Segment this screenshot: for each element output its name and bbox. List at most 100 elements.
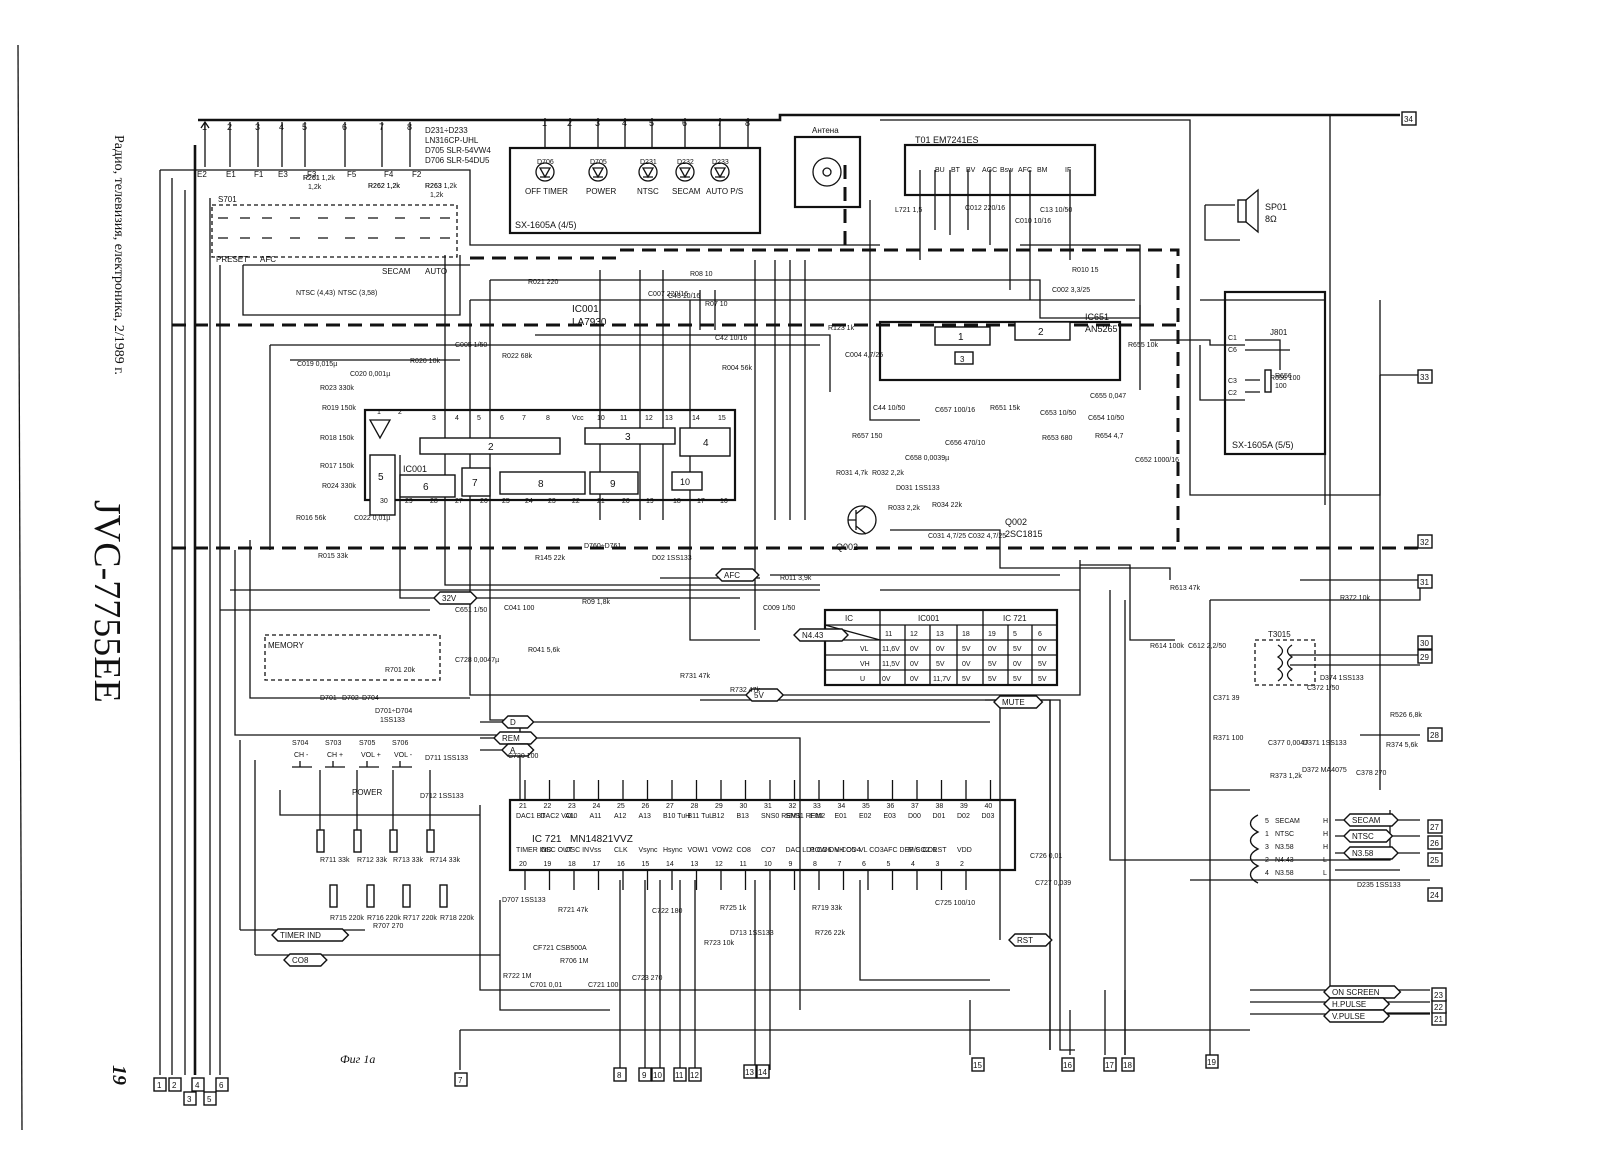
ic721-pin-number: 32 — [789, 803, 797, 810]
ic721-pin-number: 20 — [519, 861, 527, 868]
svg-text:4: 4 — [703, 438, 709, 449]
svg-text:N4.43: N4.43 — [1275, 857, 1294, 864]
ic721-pin-number: 22 — [544, 803, 552, 810]
svg-text:8: 8 — [407, 122, 412, 132]
ic721-pin-number: 6 — [862, 861, 866, 868]
component-ref: C032 4,7/25 — [968, 533, 1006, 540]
connector-number: 3 — [187, 1095, 192, 1104]
connector-box — [191, 1077, 205, 1092]
led-header-2: LN316CP-UHL — [425, 136, 479, 145]
led-header-3: D705 SLR-54VW4 — [425, 146, 491, 155]
svg-text:SECAM: SECAM — [672, 187, 701, 196]
ic721-pin-number: 9 — [789, 861, 793, 868]
ic721-pin-number: 14 — [666, 861, 674, 868]
connector-box — [1427, 852, 1443, 867]
svg-text:Антена: Антена — [812, 126, 839, 135]
svg-text:3: 3 — [432, 415, 436, 422]
svg-text:10: 10 — [597, 415, 605, 422]
connector-number: 34 — [1404, 115, 1413, 124]
connector-number: 14 — [758, 1068, 767, 1077]
svg-text:12: 12 — [910, 631, 918, 638]
svg-text:6: 6 — [423, 482, 429, 493]
signal-flag — [1323, 1009, 1391, 1023]
connector-box — [756, 1064, 770, 1079]
ic721-pin-label: D03 — [982, 813, 995, 820]
svg-text:5: 5 — [477, 415, 481, 422]
svg-text:AUTO P/S: AUTO P/S — [706, 187, 743, 196]
svg-text:24: 24 — [525, 498, 533, 505]
connector-number: 4 — [195, 1081, 200, 1090]
figure-caption: Фиг 1а — [340, 1052, 375, 1066]
svg-text:E1: E1 — [226, 170, 236, 179]
svg-text:F5: F5 — [347, 170, 357, 179]
svg-text:0V: 0V — [1038, 646, 1047, 653]
svg-text:5V: 5V — [1013, 646, 1022, 653]
svg-text:VL: VL — [860, 646, 869, 653]
ic721-pin-label: B11 TuL — [688, 813, 714, 820]
signal-flag — [1343, 813, 1399, 827]
svg-text:D702: D702 — [342, 695, 359, 702]
led-off-timer: D706 OFF TIMER — [525, 159, 568, 196]
connector-number: 31 — [1420, 578, 1429, 587]
component-ref: R651 15k — [990, 405, 1020, 412]
component-ref: C42 10/16 — [715, 335, 747, 342]
svg-text:IF: IF — [1065, 167, 1071, 174]
component-ref: R655 10k — [1128, 342, 1158, 349]
svg-text:5V: 5V — [1038, 676, 1047, 683]
switch-block-s701: S701 PRESET AFC SECAM AUTO NTSC (4,43) N… — [211, 175, 458, 297]
connector-box — [971, 1057, 985, 1072]
connector-number: 22 — [1434, 1003, 1443, 1012]
connector-number: 28 — [1430, 731, 1439, 740]
svg-text:13: 13 — [665, 415, 673, 422]
component-ref: C725 100/10 — [935, 900, 975, 907]
ic721-pin-number: 8 — [813, 861, 817, 868]
svg-text:2: 2 — [1038, 327, 1044, 338]
component-ref: C031 4,7/25 — [928, 533, 966, 540]
ic721-pin-number: 23 — [568, 803, 576, 810]
signal-flag — [715, 568, 760, 582]
svg-text:5: 5 — [1013, 631, 1017, 638]
svg-text:7: 7 — [522, 415, 526, 422]
svg-text:D701÷D704: D701÷D704 — [375, 708, 412, 715]
ic721-pin-label: B10 TuH — [663, 813, 690, 820]
ic721-pin-label: CO8 — [737, 847, 752, 854]
svg-text:1: 1 — [958, 332, 964, 343]
svg-text:U: U — [860, 676, 865, 683]
ic721-pin-number: 2 — [960, 861, 964, 868]
ic721-pin-number: 3 — [936, 861, 940, 868]
component-ref: C653 10/50 — [1040, 410, 1076, 417]
component-ref: D374 1SS133 — [1320, 675, 1364, 682]
component-ref: R718 220k — [440, 915, 474, 922]
svg-text:0V: 0V — [1013, 661, 1022, 668]
svg-text:0V: 0V — [910, 661, 919, 668]
svg-text:IC: IC — [845, 614, 853, 623]
ic721-pin-number: 4 — [911, 861, 915, 868]
svg-text:AFC: AFC — [1018, 167, 1032, 174]
svg-text:F4: F4 — [384, 170, 394, 179]
svg-text:NTSC: NTSC — [1275, 831, 1294, 838]
component-ref: R526 6,8k — [1390, 712, 1422, 719]
signal-flag-label: TIMER IND — [280, 931, 321, 940]
component-ref: R018 150k — [320, 435, 354, 442]
component-ref: R715 220k — [330, 915, 364, 922]
signal-flag — [493, 731, 538, 745]
component-ref: C378 270 — [1356, 770, 1386, 777]
svg-text:VOL -: VOL - — [394, 752, 413, 759]
ic721-pin-label: AFC DEF CO2 — [884, 847, 930, 854]
svg-text:NTSC: NTSC — [637, 187, 659, 196]
ic721-pin-label: E03 — [884, 813, 897, 820]
ic721-pin-label: POW ON CO5 — [810, 847, 856, 854]
ic721-pin-number: 35 — [862, 803, 870, 810]
svg-text:5V: 5V — [962, 646, 971, 653]
svg-text:SX-1605A (5/5): SX-1605A (5/5) — [1232, 440, 1294, 450]
led-panel: SX-1605A (4/5) — [508, 146, 762, 235]
svg-text:1: 1 — [202, 122, 207, 132]
connector-number: 27 — [1430, 823, 1439, 832]
component-ref: C020 0,001µ — [350, 371, 390, 378]
resistor-ladder — [316, 829, 448, 908]
